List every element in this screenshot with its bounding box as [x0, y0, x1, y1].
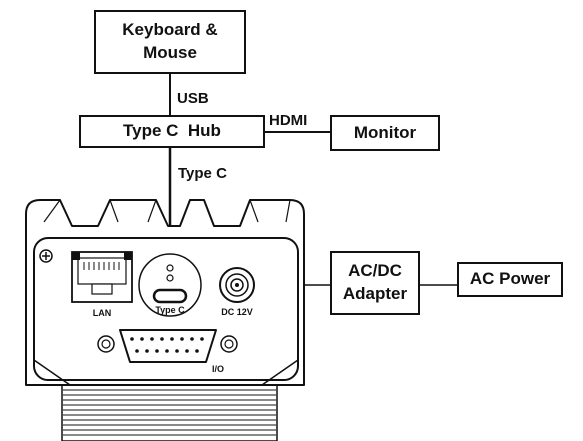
- ac-power-label: AC Power: [469, 269, 551, 289]
- io-port-label: I/O: [212, 364, 224, 374]
- usb-connection-label: USB: [177, 90, 209, 107]
- type-c-hub-box: Type C Hub: [79, 115, 265, 148]
- dc-12v-port-label: DC 12V: [221, 307, 253, 317]
- io-connector-icon: [97, 329, 238, 363]
- ac-power-box: AC Power: [457, 262, 563, 297]
- ac-dc-adapter-label: AC/DC Adapter: [342, 261, 408, 303]
- type-c-port-icon: [138, 253, 202, 317]
- type-c-port-label: Type C: [155, 305, 185, 315]
- ground-icon: [39, 249, 53, 263]
- dc-power-jack-icon: [219, 267, 255, 303]
- hdmi-connection-label: HDMI: [269, 112, 308, 129]
- monitor-label: Monitor: [353, 122, 417, 142]
- lan-port-icon: [71, 251, 133, 303]
- lan-port-label: LAN: [93, 308, 112, 318]
- type-c-hub-label: Type C Hub: [123, 121, 221, 141]
- keyboard-mouse-label: Keyboard & Mouse: [122, 20, 218, 62]
- threaded-base: [61, 384, 278, 441]
- keyboard-mouse-box: Keyboard & Mouse: [94, 10, 246, 74]
- ac-dc-adapter-box: AC/DC Adapter: [330, 251, 420, 315]
- type-c-connection-label: Type C: [178, 165, 227, 182]
- monitor-box: Monitor: [330, 115, 440, 151]
